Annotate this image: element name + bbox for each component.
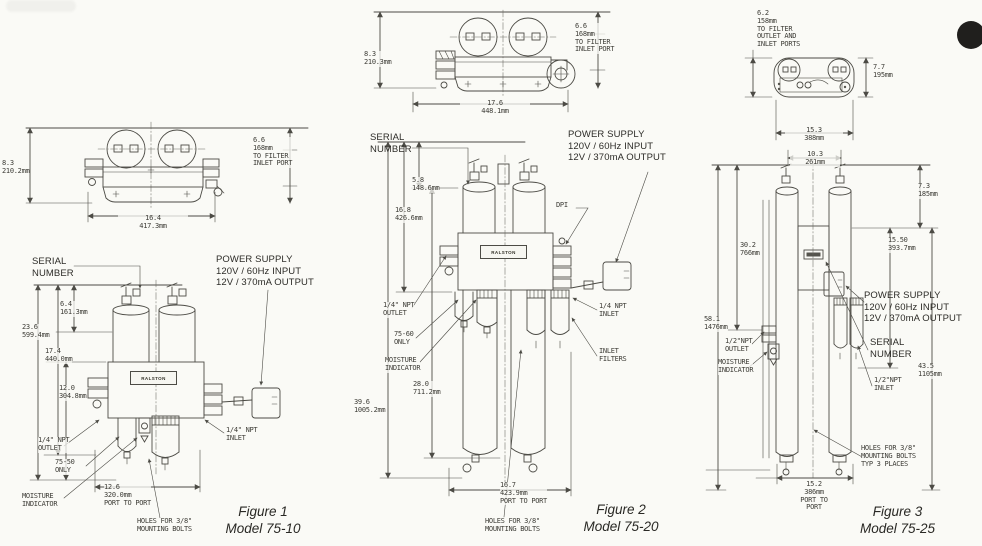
fig1-power-supply-label: POWER SUPPLY 120V / 60Hz INPUT 12V / 370… [216, 254, 314, 289]
fig2-dim-148: 5.8 148.6mm [412, 176, 440, 193]
fig2-inlet-filters-label: INLET FILTERS [599, 347, 627, 364]
fig3-mounting-holes-note: HOLES FOR 3/8" MOUNTING BOLTS TYP 3 PLAC… [861, 444, 916, 469]
fig2-outlet-label: 1/4" NPT OUTLET [383, 301, 415, 318]
figure2-linework [373, 9, 649, 518]
fig3-dim-1476: 58.1 1476mm [704, 315, 728, 332]
fig2-topview-height-dim: 8.3 210.3mm [364, 50, 392, 67]
fig1-moisture-indicator-label: MOISTURE INDICATOR [22, 492, 58, 509]
fig2-serial-number-label: SERIAL NUMBER [370, 132, 412, 155]
fig3-dim-185: 7.3 185mm [918, 182, 938, 199]
fig1-7550-only-label: 75-50 ONLY [55, 458, 75, 475]
fig2-dim-426: 16.8 426.6mm [395, 206, 423, 223]
fig2-7560-only-label: 75-60 ONLY [394, 330, 414, 347]
fig2-dpi-label: DPI [556, 201, 568, 210]
fig3-dim-261: 10.3 261mm [790, 150, 840, 167]
fig1-topview-width-dim: 16.4 417.3mm [118, 214, 188, 231]
fig1-topview-inlet-note: 6.6 168mm TO FILTER INLET PORT [253, 136, 293, 169]
fig1-dim-161: 6.4 161.3mm [60, 300, 88, 317]
fig1-caption: Figure 1 Model 75-10 [225, 504, 301, 537]
fig1-dim-304: 12.0 304.8mm [59, 384, 87, 401]
fig2-inlet-label: 1/4 NPT INLET [599, 302, 627, 319]
fig1-mounting-holes-note: HOLES FOR 3/8" MOUNTING BOLTS [137, 517, 192, 534]
scan-smudge [6, 0, 76, 12]
fig3-caption: Figure 3 Model 75-25 [859, 504, 936, 537]
fig3-outlet-label: 1/2"NPT OUTLET [725, 337, 753, 354]
fig3-dim-1105: 43.5 1105mm [918, 362, 942, 379]
fig1-port-to-port-dim: 12.6 320.0mm PORT TO PORT [104, 483, 151, 508]
fig3-topview-ports-note: 6.2 158mm TO FILTER OUTLET AND INLET POR… [757, 9, 801, 50]
figure1-linework [25, 121, 309, 519]
fig1-outlet-label: 1/4" NPT OUTLET [38, 436, 70, 453]
fig1-dim-440: 17.4 440.0mm [45, 347, 73, 364]
fig3-topview-width-dim: 15.3 388mm [785, 126, 843, 143]
fig2-moisture-indicator-label: MOISTURE INDICATOR [385, 356, 421, 373]
fig2-dim-1005: 39.6 1005.2mm [354, 398, 386, 415]
fig3-power-supply-label: POWER SUPPLY 120V / 60Hz INPUT 12V / 370… [864, 290, 962, 325]
fig2-brand-plate: RALSTON [480, 245, 527, 259]
fig1-serial-number-label: SERIAL NUMBER [32, 256, 74, 279]
fig1-brand-plate: RALSTON [130, 371, 177, 385]
fig2-power-supply-label: POWER SUPPLY 120V / 60Hz INPUT 12V / 370… [568, 129, 666, 164]
fig1-inlet-label: 1/4" NPT INLET [226, 426, 258, 443]
fig2-mounting-holes-note: HOLES FOR 3/8" MOUNTING BOLTS [485, 517, 540, 534]
fig1-topview-height-dim: 8.3 210.2mm [2, 159, 30, 176]
fig1-dim-599: 23.6 599.4mm [22, 323, 50, 340]
fig3-inlet-label: 1/2"NPT INLET [874, 376, 902, 393]
fig3-serial-number-label: SERIAL NUMBER [870, 337, 912, 360]
fig3-topview-height-dim: 7.7 195mm [873, 63, 893, 80]
fig3-dim-766: 30.2 766mm [740, 241, 760, 258]
fig2-caption: Figure 2 Model 75-20 [583, 502, 659, 535]
fig2-dim-711: 28.0 711.2mm [413, 380, 441, 397]
punch-hole [957, 21, 982, 49]
fig3-port-to-port-dim: 15.2 386mm PORT TO PORT [786, 480, 842, 513]
fig3-dim-393: 15.50 393.7mm [888, 236, 916, 253]
fig2-topview-inlet-note: 6.6 168mm TO FILTER INLET PORT [575, 22, 615, 55]
fig3-moisture-indicator-label: MOISTURE INDICATOR [718, 358, 754, 375]
fig2-port-to-port-dim: 16.7 423.9mm PORT TO PORT [500, 481, 547, 506]
fig2-topview-width-dim: 17.6 448.1mm [460, 99, 530, 116]
figure3-linework [705, 49, 941, 491]
